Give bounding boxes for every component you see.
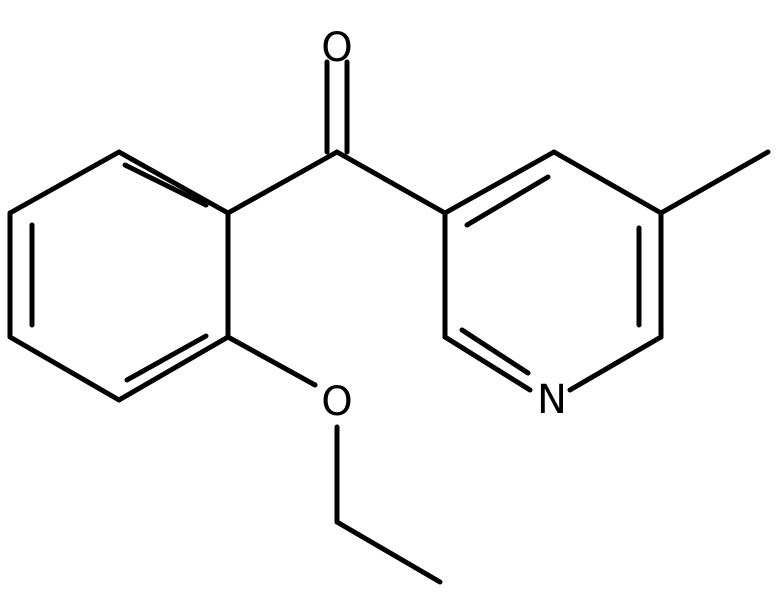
benzene-ring — [7, 149, 231, 403]
bond-benzene-5 — [116, 334, 231, 403]
bond-ch2-to-ch3 — [334, 519, 443, 585]
pyridine-ring — [442, 149, 664, 393]
atom-label-carbonyl-oxygen: O — [321, 25, 352, 71]
bond-benzene-inner-a — [122, 162, 209, 208]
bond-pyridine-2 — [551, 149, 664, 216]
bond-benzene-to-oxygen — [225, 334, 318, 388]
bond-pyridine-4 — [567, 334, 664, 393]
ethoxy-group — [225, 334, 443, 585]
bond-pyridine-inner-c — [459, 327, 531, 376]
atom-label-pyridine-nitrogen: N — [537, 377, 567, 423]
bond-pyridine-5 — [442, 334, 533, 393]
bond-pyridine-inner-a — [464, 174, 551, 228]
bond-benzene-4 — [7, 334, 122, 403]
bond-benzene-1 — [116, 149, 231, 216]
atom-label-ether-oxygen: O — [321, 379, 352, 425]
bond-pyridine-1 — [442, 149, 557, 216]
bond-carbonyl-to-pyridine — [334, 149, 448, 216]
carbonyl-group — [324, 59, 350, 155]
bond-benzene-2 — [7, 149, 122, 216]
bond-methyl — [658, 149, 771, 216]
bond-benzene-inner-c — [124, 333, 209, 383]
bond-carbonyl-to-benzene — [225, 149, 340, 216]
